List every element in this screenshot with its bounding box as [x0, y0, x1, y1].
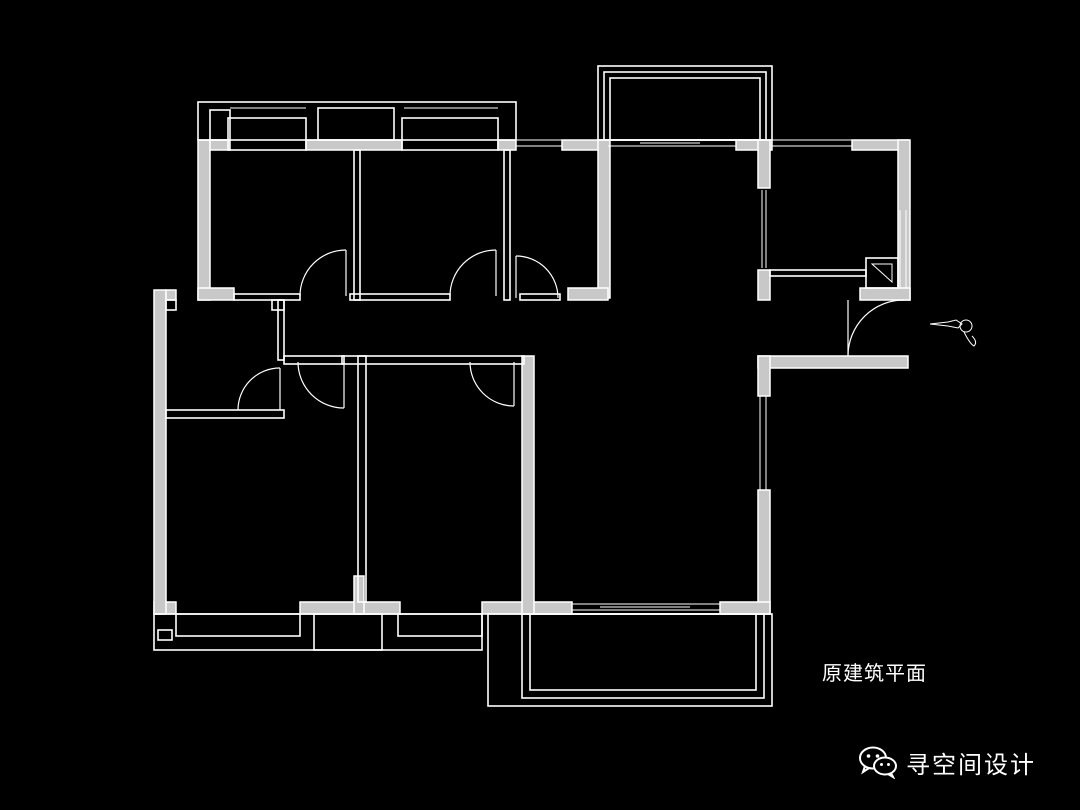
- wechat-icon: [859, 746, 897, 779]
- watermark-text: 寻空间设计: [906, 750, 1036, 779]
- interior-partitions: [165, 149, 867, 603]
- entrance-marker-icon: [929, 319, 977, 347]
- door-swings: [237, 249, 905, 411]
- exterior-walls: [153, 139, 911, 615]
- fixtures: [865, 257, 899, 289]
- watermark: 寻空间设计: [858, 742, 1036, 782]
- plan-title: 原建筑平面: [822, 661, 927, 685]
- window-frames: [153, 65, 907, 707]
